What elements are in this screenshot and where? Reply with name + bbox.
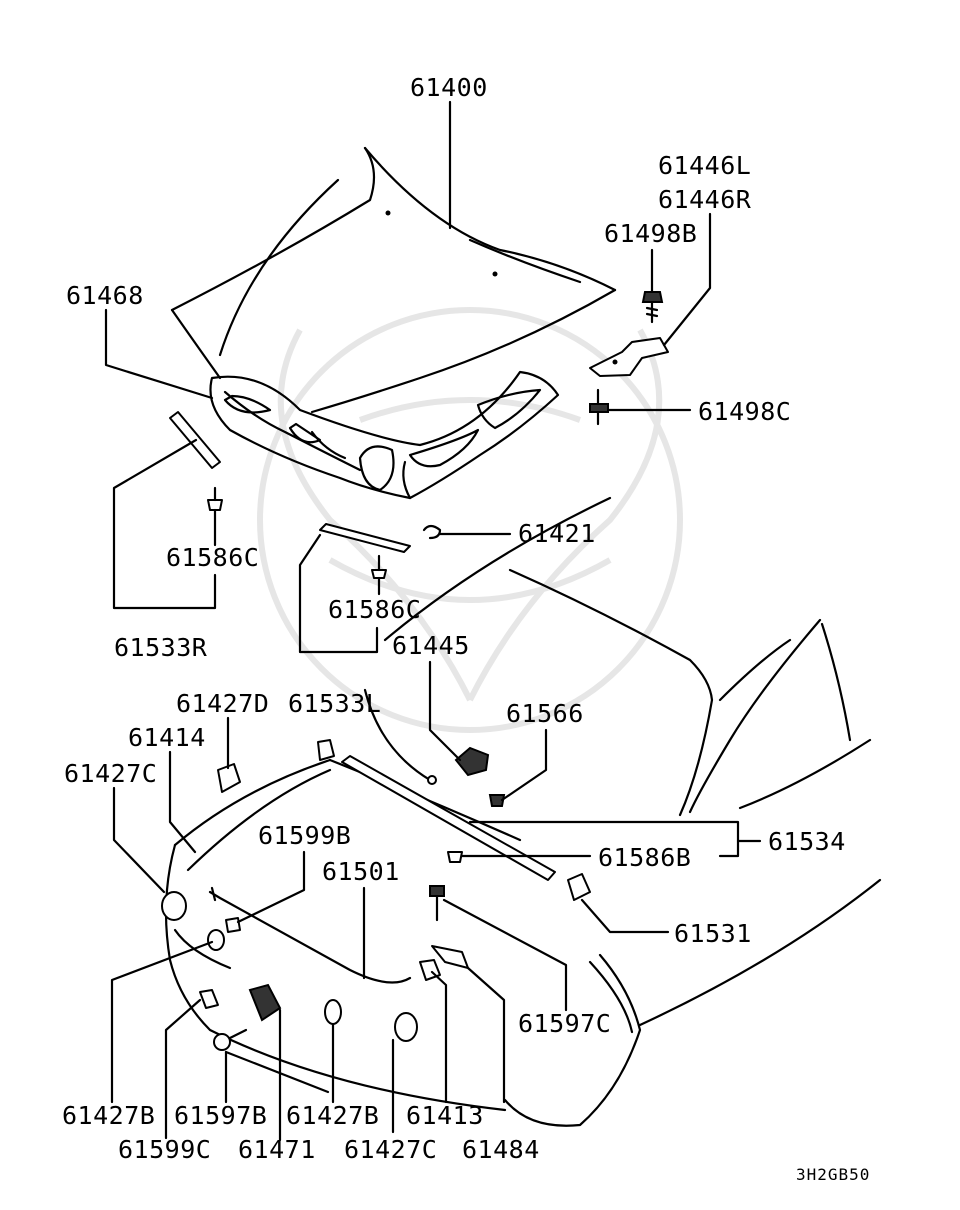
label-61427D: 61427D <box>176 689 269 718</box>
label-61446L: 61446L <box>658 151 751 180</box>
label-61446R: 61446R <box>658 185 752 214</box>
part-bumper-61427B-a <box>207 929 225 951</box>
label-61427B-b: 61427B <box>286 1101 379 1130</box>
label-61597C: 61597C <box>518 1009 611 1038</box>
label-61445: 61445 <box>392 631 470 660</box>
part-hinge-61446 <box>589 337 669 377</box>
label-61599B: 61599B <box>258 821 351 850</box>
label-61498C: 61498C <box>698 397 791 426</box>
hood-panel <box>170 146 617 414</box>
label-61414: 61414 <box>128 723 206 752</box>
label-61484: 61484 <box>462 1135 540 1164</box>
part-hood-rod-61501 <box>208 886 412 984</box>
label-61421: 61421 <box>518 519 596 548</box>
label-61599C: 61599C <box>118 1135 211 1164</box>
part-cable-61471 <box>173 928 282 1022</box>
label-61413: 61413 <box>406 1101 484 1130</box>
label-61400: 61400 <box>410 73 488 102</box>
label-61533L: 61533L <box>288 689 381 718</box>
part-clip-61586B <box>447 851 463 863</box>
label-61427C-a: 61427C <box>64 759 157 788</box>
part-bumper-61427C-b <box>394 1012 418 1042</box>
part-bumper-61531 <box>567 873 591 901</box>
label-61534: 61534 <box>768 827 846 856</box>
label-61468: 61468 <box>66 281 144 310</box>
label-61498B: 61498B <box>604 219 697 248</box>
label-61501: 61501 <box>322 857 400 886</box>
diagram-code: 3H2GB50 <box>796 1165 870 1184</box>
part-bolt-61498C <box>589 388 609 426</box>
label-61533R: 61533R <box>114 633 208 662</box>
part-bracket-61484 <box>431 945 469 969</box>
label-61586B: 61586B <box>598 843 691 872</box>
leader-lines <box>104 100 762 1142</box>
part-cushion-61534 <box>317 739 556 881</box>
part-bumper-61427B-b <box>324 999 342 1025</box>
part-rod-holder-61445 <box>427 746 490 785</box>
label-61586C-b: 61586C <box>328 595 421 624</box>
part-clip-61586C-a <box>207 486 223 511</box>
part-bolt-61498B <box>641 291 664 324</box>
part-bolt-61597B <box>213 1028 248 1051</box>
part-clip-61586C-b <box>371 554 387 579</box>
part-clip-61599C <box>199 989 219 1009</box>
label-61427C-b: 61427C <box>344 1135 437 1164</box>
part-clip-61421 <box>422 524 442 540</box>
label-61586C-a: 61586C <box>166 543 259 572</box>
label-61531: 61531 <box>674 919 752 948</box>
hood-inner-frame <box>209 370 560 500</box>
label-61427B-a: 61427B <box>62 1101 155 1130</box>
part-bumper-61427C-a <box>161 891 187 921</box>
label-61471: 61471 <box>238 1135 316 1164</box>
part-screw-61566 <box>488 794 506 807</box>
label-61566: 61566 <box>506 699 584 728</box>
label-61597B: 61597B <box>174 1101 267 1130</box>
part-bolt-61597C <box>429 885 445 922</box>
part-seal-61533L <box>319 523 411 553</box>
watermark-logo <box>257 307 683 733</box>
part-clip-61599B <box>225 917 241 933</box>
